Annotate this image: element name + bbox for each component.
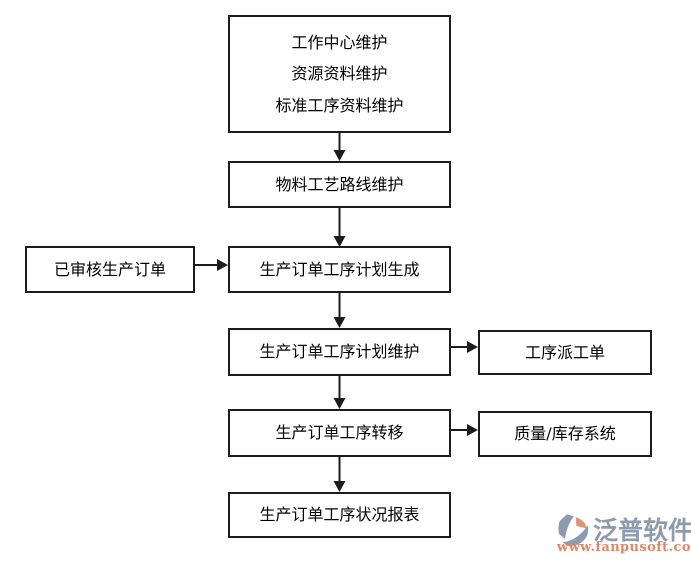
node-master-line-2: 资源资料维护	[291, 64, 388, 84]
node-status-report: 生产订单工序状况报表	[228, 492, 451, 538]
node-operation-transfer: 生产订单工序转移	[228, 409, 451, 457]
arrow-routing-to-plan-generate	[333, 208, 346, 247]
node-dispatch-order: 工序派工单	[478, 330, 652, 375]
node-approved-order: 已审核生产订单	[25, 246, 195, 293]
fanpu-watermark: 泛普软件 www.fanpusoft.com	[556, 510, 691, 560]
arrow-transfer-to-report	[333, 457, 346, 492]
node-plan-generation: 生产订单工序计划生成	[228, 246, 451, 293]
fanpu-logo-icon	[558, 514, 589, 546]
arrow-transfer-to-quality	[450, 424, 478, 436]
arrow-approved-to-plan-generate	[194, 259, 228, 271]
arrow-plan-maintain-to-dispatch	[450, 341, 478, 353]
node-master-line-1: 工作中心维护	[291, 33, 388, 53]
arrow-plan-maintain-to-transfer	[333, 376, 346, 409]
node-master-line-3: 标准工序资料维护	[275, 95, 404, 115]
fanpu-brand-text: 泛普软件	[593, 516, 691, 545]
arrow-plan-generate-to-plan-maintain	[333, 293, 346, 328]
arrow-master-to-routing	[333, 133, 346, 161]
node-master-data: 工作中心维护 资源资料维护 标准工序资料维护	[228, 15, 451, 133]
node-material-routing: 物料工艺路线维护	[228, 161, 451, 208]
node-plan-maintenance: 生产订单工序计划维护	[228, 328, 451, 376]
fanpu-url-text: www.fanpusoft.com	[557, 540, 691, 555]
node-quality-inventory-system: 质量/库存系统	[478, 411, 652, 457]
